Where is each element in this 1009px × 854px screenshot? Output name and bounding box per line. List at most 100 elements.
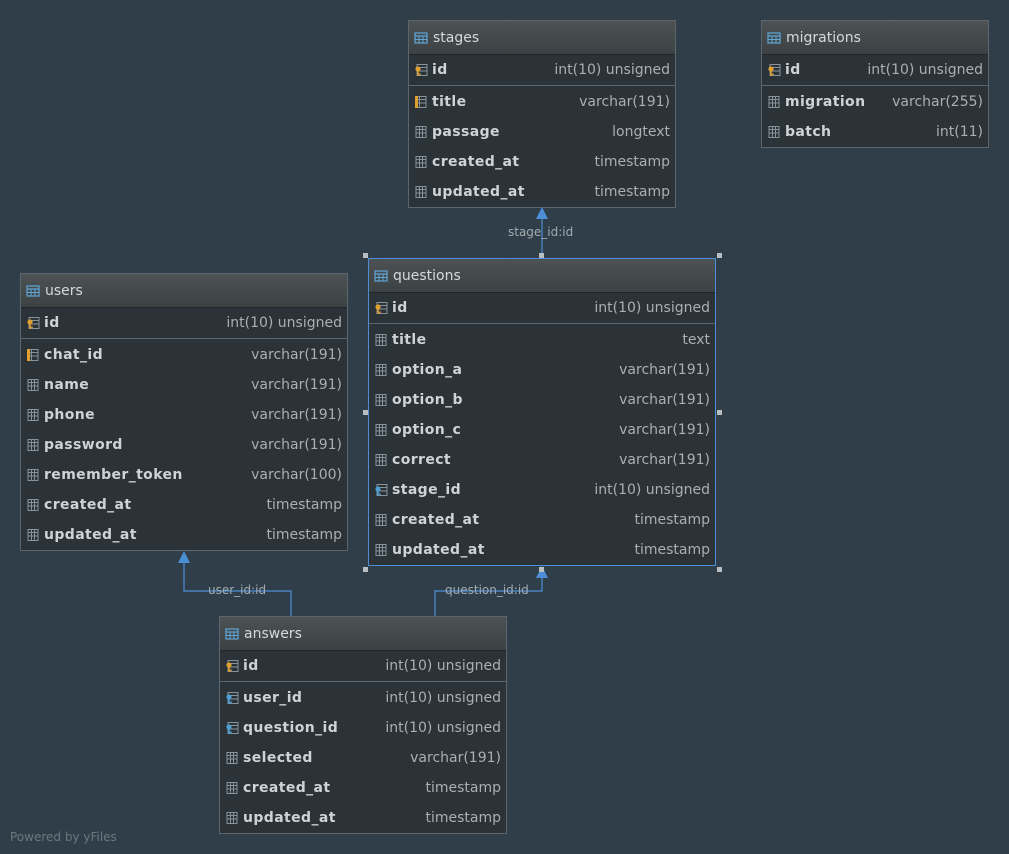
column-name: password — [44, 437, 123, 453]
table-icon — [225, 627, 239, 641]
edge-answers-users[interactable] — [183, 554, 292, 616]
column-type: varchar(191) — [619, 422, 710, 438]
primary-key-icon — [374, 301, 388, 315]
edge-label-stage-id: stage_id:id — [508, 225, 574, 239]
column-type: int(11) — [936, 124, 983, 140]
column-name: batch — [785, 124, 832, 140]
column-type: varchar(191) — [251, 437, 342, 453]
column-row[interactable]: option_c varchar(191) — [369, 415, 715, 445]
column-name: updated_at — [432, 184, 525, 200]
column-icon — [374, 393, 388, 407]
column-type: timestamp — [634, 542, 710, 558]
column-row[interactable]: batch int(11) — [762, 117, 988, 147]
column-name: question_id — [243, 720, 339, 736]
column-icon — [225, 811, 239, 825]
column-type: timestamp — [266, 497, 342, 513]
column-type: varchar(191) — [251, 407, 342, 423]
column-icon — [225, 781, 239, 795]
selection-handle[interactable] — [717, 253, 722, 258]
selection-handle[interactable] — [363, 567, 368, 572]
column-icon — [26, 438, 40, 452]
table-header[interactable]: migrations — [762, 21, 988, 55]
column-type: timestamp — [594, 184, 670, 200]
column-row[interactable]: id int(10) unsigned — [21, 308, 347, 339]
column-name: passage — [432, 124, 500, 140]
selection-handle[interactable] — [363, 253, 368, 258]
table-header[interactable]: stages — [409, 21, 675, 55]
table-name: users — [45, 282, 83, 299]
column-name: id — [243, 658, 259, 674]
selection-handle[interactable] — [717, 410, 722, 415]
column-type: int(10) unsigned — [594, 482, 710, 498]
foreign-key-icon — [225, 721, 239, 735]
table-name: questions — [393, 267, 461, 284]
table-icon — [414, 31, 428, 45]
table-header[interactable]: answers — [220, 617, 506, 651]
table-header[interactable]: users — [21, 274, 347, 308]
column-name: option_c — [392, 422, 462, 438]
column-name: stage_id — [392, 482, 462, 498]
table-icon — [374, 269, 388, 283]
column-name: option_a — [392, 362, 463, 378]
selection-handle[interactable] — [363, 410, 368, 415]
column-name: correct — [392, 452, 452, 468]
arrow-stages-icon — [536, 207, 548, 219]
edge-answers-questions[interactable] — [434, 569, 543, 616]
column-row[interactable]: updated_at timestamp — [409, 177, 675, 207]
primary-key-icon — [767, 63, 781, 77]
column-name: name — [44, 377, 90, 393]
selection-handle[interactable] — [717, 567, 722, 572]
selection-handle[interactable] — [539, 253, 544, 258]
column-type: varchar(191) — [251, 346, 342, 363]
column-type: longtext — [612, 124, 670, 140]
edge-label-question-id: question_id:id — [445, 583, 529, 597]
column-type: int(10) unsigned — [867, 62, 983, 78]
column-type: timestamp — [594, 154, 670, 170]
column-icon — [374, 543, 388, 557]
column-type: varchar(191) — [619, 362, 710, 378]
column-name: title — [432, 93, 467, 110]
column-name: created_at — [243, 780, 331, 796]
column-type: text — [682, 331, 710, 348]
column-row[interactable]: option_a varchar(191) — [369, 355, 715, 385]
column-icon — [414, 155, 428, 169]
table-header[interactable]: questions — [369, 259, 715, 293]
column-name: id — [432, 62, 448, 78]
column-type: int(10) unsigned — [594, 300, 710, 316]
column-name: id — [44, 315, 60, 331]
column-row[interactable]: stage_id int(10) unsigned — [369, 475, 715, 505]
column-type: int(10) unsigned — [226, 315, 342, 331]
column-row[interactable]: password varchar(191) — [21, 430, 347, 460]
column-row[interactable]: passage longtext — [409, 117, 675, 147]
selection-handle[interactable] — [539, 567, 544, 572]
